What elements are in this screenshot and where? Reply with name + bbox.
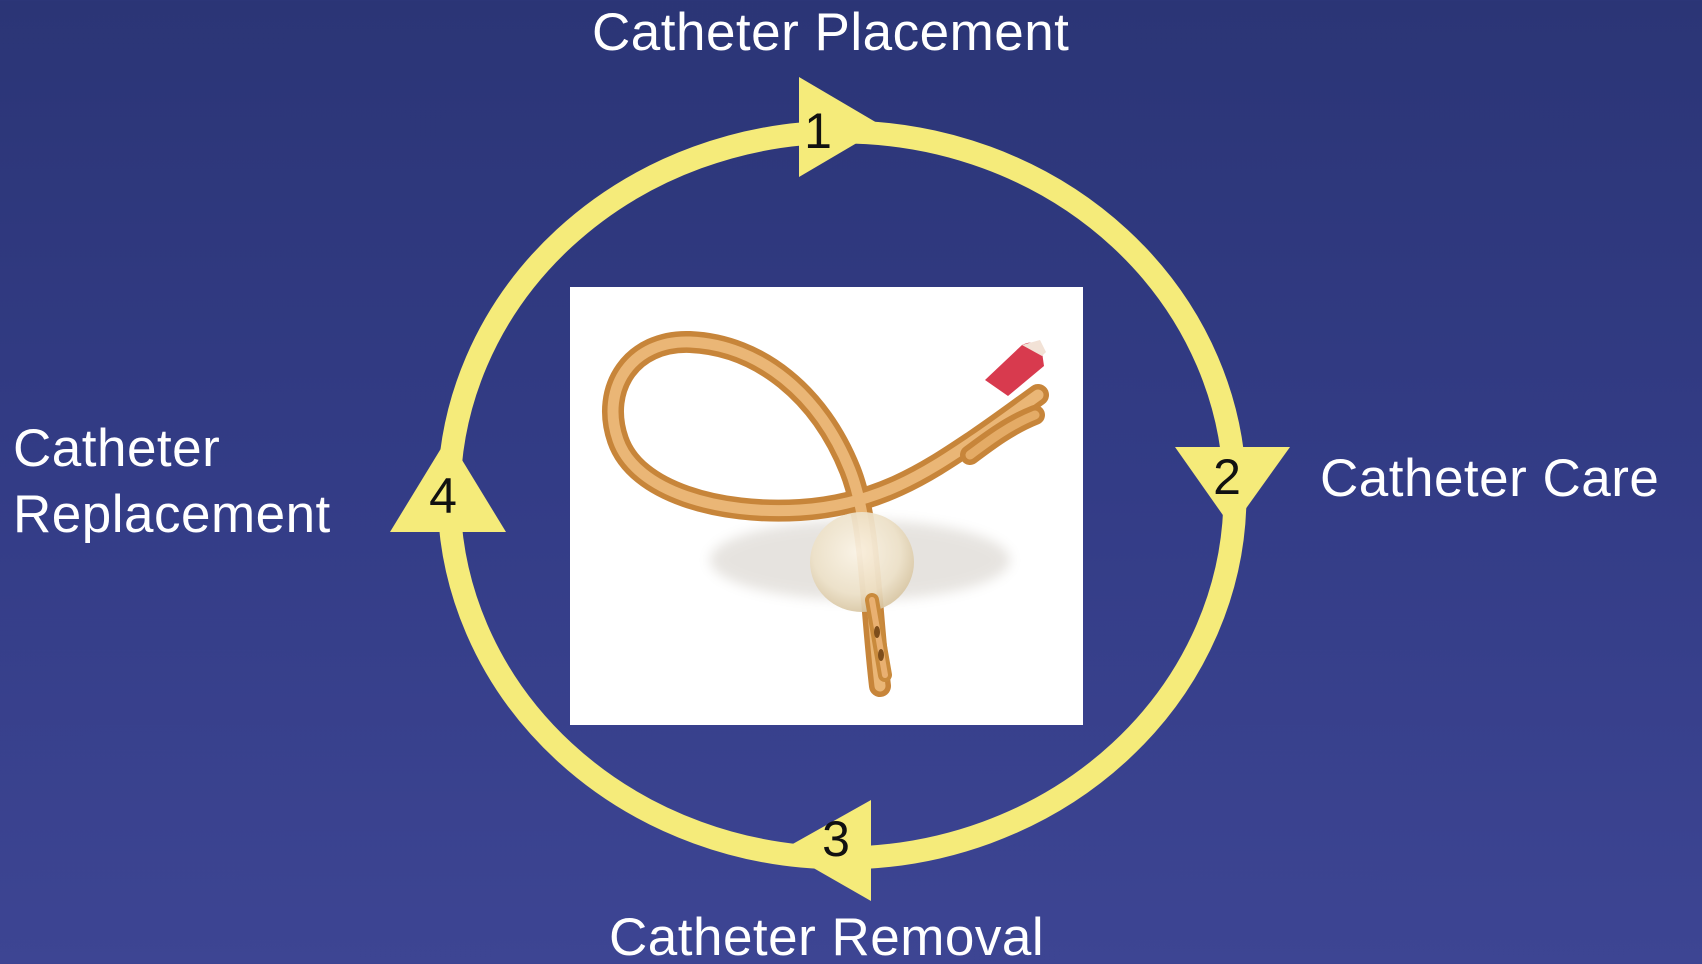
arrowhead-step-1: 1 — [799, 77, 884, 177]
step-number-3: 3 — [822, 811, 850, 867]
step-number-1: 1 — [804, 103, 832, 159]
arrowhead-step-4: 4 — [390, 437, 506, 532]
step-label-catheter-placement: Catheter Placement — [592, 0, 1069, 66]
catheter-balloon-icon — [810, 512, 914, 612]
step-label-catheter-replacement: Catheter Replacement — [13, 416, 331, 548]
step-number-2: 2 — [1213, 449, 1241, 505]
catheter-photo — [570, 287, 1083, 725]
arrowhead-step-3: 3 — [782, 800, 871, 901]
step-label-catheter-removal: Catheter Removal — [609, 905, 1044, 964]
step-number-4: 4 — [429, 468, 457, 524]
step-label-catheter-care: Catheter Care — [1320, 446, 1659, 512]
arrowhead-step-2: 2 — [1175, 447, 1290, 528]
